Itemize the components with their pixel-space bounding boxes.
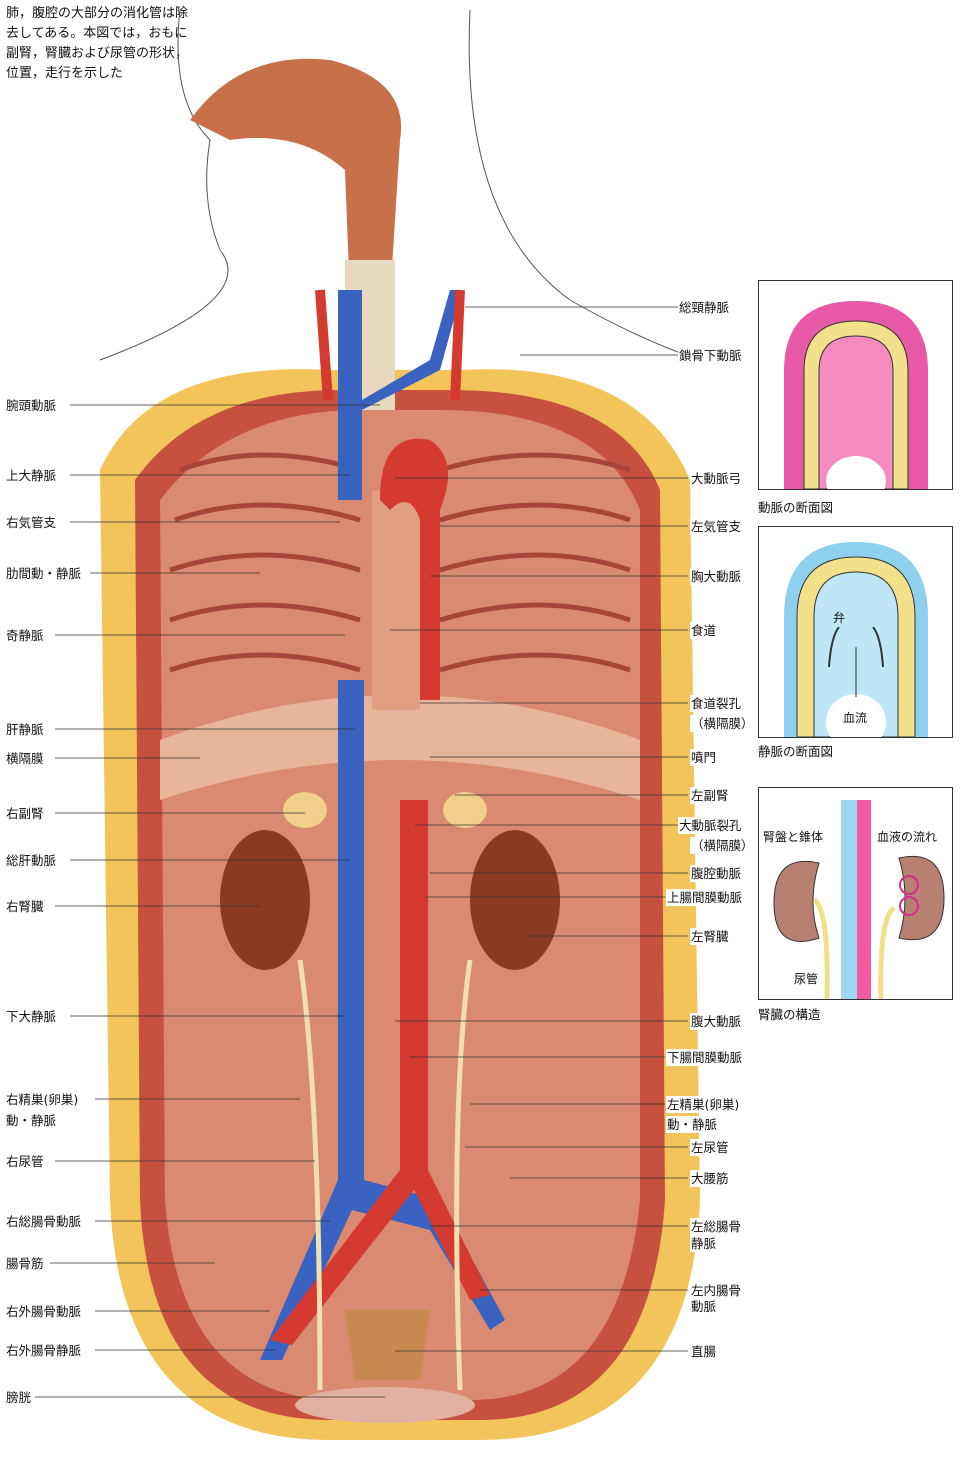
label-diaphragm: 横隔膜 bbox=[5, 750, 45, 767]
artery-cross-section-drawing bbox=[784, 301, 928, 506]
label-left-internal-iliac-artery-2: 動脈 bbox=[690, 1298, 718, 1315]
label-esophageal-hiatus: 食道裂孔 bbox=[690, 695, 743, 712]
label-superior-vena-cava: 上大静脈 bbox=[5, 467, 58, 484]
rectum bbox=[345, 1310, 430, 1380]
label-celiac-artery: 腹腔動脈 bbox=[690, 865, 743, 882]
label-right-common-iliac-artery: 右総腸骨動脈 bbox=[5, 1213, 83, 1230]
label-left-ureter: 左尿管 bbox=[690, 1139, 730, 1156]
label-common-hepatic-artery: 総肝動脈 bbox=[5, 852, 58, 869]
label-inferior-vena-cava: 下大静脈 bbox=[5, 1008, 58, 1025]
diaphragm bbox=[160, 695, 640, 800]
blood-flow-label: 血流 bbox=[843, 711, 868, 725]
label-left-common-iliac-vein-2: 静脈 bbox=[690, 1235, 718, 1252]
label-right-adrenal: 右副腎 bbox=[5, 805, 45, 822]
ribs bbox=[169, 452, 631, 673]
left-adrenal bbox=[443, 792, 487, 828]
label-left-common-iliac-vein: 左総腸骨 bbox=[690, 1218, 743, 1235]
blood-flow-label: 血液の流れ bbox=[877, 830, 938, 844]
esophagus bbox=[372, 490, 420, 710]
label-right-kidney: 右腎臓 bbox=[5, 898, 45, 915]
label-inferior-mesenteric-artery: 下腸間膜動脈 bbox=[666, 1049, 744, 1066]
nasal-cavity bbox=[190, 58, 402, 300]
figure-caption: 肺，腹腔の大部分の消化管は除去してある。本図では，おもに副腎，腎臓および尿管の形… bbox=[6, 6, 189, 81]
label-hepatic-vein: 肝静脈 bbox=[5, 721, 45, 738]
label-subclavian-artery: 鎖骨下動脈 bbox=[678, 347, 743, 364]
inferior-vena-cava bbox=[338, 680, 364, 1200]
artery-inset-caption: 動脈の断面図 bbox=[758, 500, 834, 515]
kidney-structure-drawing bbox=[773, 800, 945, 1000]
kidney-inset-caption: 腎臓の構造 bbox=[758, 1007, 821, 1022]
superior-vena-cava bbox=[338, 290, 462, 500]
label-aortic-hiatus: 大動脈裂孔 bbox=[678, 817, 743, 834]
label-right-gonadal-2: 動・静脈 bbox=[5, 1112, 58, 1129]
label-left-kidney: 左腎臓 bbox=[690, 928, 730, 945]
label-abdominal-aorta: 腹大動脈 bbox=[690, 1013, 743, 1030]
label-psoas-major: 大腰筋 bbox=[690, 1170, 730, 1187]
label-thoracic-aorta: 胸大動脈 bbox=[690, 568, 743, 585]
neck-outline bbox=[468, 9, 701, 361]
kidney-structure-inset: 腎盤と錐体 血液の流れ 尿管 bbox=[758, 787, 953, 1000]
head-outline bbox=[99, 9, 229, 361]
label-esophageal-hiatus-2: （横隔膜） bbox=[690, 715, 755, 732]
label-jugular-vein: 総頸静脈 bbox=[678, 299, 731, 316]
label-right-bronchus: 右気管支 bbox=[5, 514, 58, 531]
label-esophagus: 食道 bbox=[690, 622, 718, 639]
right-adrenal bbox=[283, 792, 327, 828]
label-rectum: 直腸 bbox=[690, 1343, 718, 1360]
label-azygos-vein: 奇静脈 bbox=[5, 627, 45, 644]
renal-pelvis-label: 腎盤と錐体 bbox=[763, 830, 824, 844]
label-right-ureter: 右尿管 bbox=[5, 1153, 45, 1170]
label-right-external-iliac-artery: 右外腸骨動脈 bbox=[5, 1303, 83, 1320]
label-cardia: 噴門 bbox=[690, 749, 718, 766]
carotid-arteries bbox=[315, 289, 465, 401]
label-right-gonadal: 右精巣(卵巣) bbox=[5, 1091, 80, 1108]
label-bladder: 膀胱 bbox=[5, 1389, 33, 1406]
label-brachiocephalic-artery: 腕頭動脈 bbox=[5, 397, 58, 414]
label-aortic-hiatus-2: （横隔膜） bbox=[690, 837, 755, 854]
vein-cross-section-inset: 弁 血流 bbox=[758, 526, 953, 750]
label-superior-mesenteric-artery: 上腸間膜動脈 bbox=[666, 889, 744, 906]
label-left-gonadal-2: 動・静脈 bbox=[666, 1116, 719, 1133]
leader-lines bbox=[35, 306, 688, 1398]
iliac-arteries bbox=[270, 1170, 490, 1345]
label-left-bronchus: 左気管支 bbox=[690, 518, 743, 535]
label-left-internal-iliac-artery: 左内腸骨 bbox=[690, 1282, 743, 1299]
label-right-external-iliac-vein: 右外腸骨静脈 bbox=[5, 1342, 83, 1359]
label-left-gonadal: 左精巣(卵巣) bbox=[666, 1096, 741, 1113]
vein-inset-caption: 静脈の断面図 bbox=[758, 744, 834, 759]
label-intercostal-vessels: 肋間動・静脈 bbox=[5, 565, 83, 582]
ureter-label: 尿管 bbox=[794, 972, 819, 986]
valve-label: 弁 bbox=[833, 611, 846, 625]
left-kidney bbox=[470, 830, 560, 970]
abdominal-aorta bbox=[400, 800, 428, 1180]
vein-cross-section-drawing bbox=[784, 542, 928, 750]
bladder bbox=[295, 1387, 475, 1423]
aortic-arch bbox=[380, 438, 448, 700]
right-kidney bbox=[220, 830, 310, 970]
label-iliacus: 腸骨筋 bbox=[5, 1255, 45, 1272]
ureters bbox=[297, 959, 473, 1391]
label-aortic-arch: 大動脈弓 bbox=[690, 470, 743, 487]
label-left-adrenal: 左副腎 bbox=[690, 787, 730, 804]
artery-cross-section-inset bbox=[758, 280, 953, 506]
